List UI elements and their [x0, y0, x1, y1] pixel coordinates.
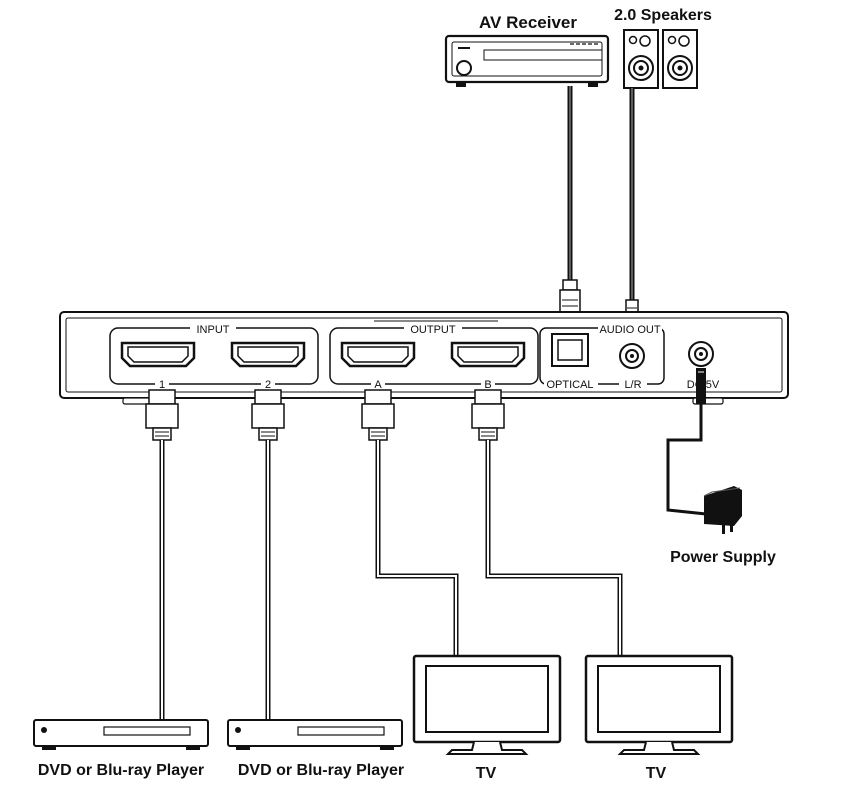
- port-label-in-1: 1: [159, 379, 165, 391]
- dvd-player-2-icon: [227, 719, 403, 750]
- tv-b-label: TV: [646, 765, 667, 782]
- port-label-out-b: B: [484, 379, 491, 391]
- lr-audio-jack: [619, 343, 645, 369]
- hdmi-cable-source-2: [251, 389, 285, 722]
- audio-group-label: AUDIO OUT: [599, 324, 660, 336]
- av-receiver-icon: [444, 34, 610, 87]
- source-1-label: DVD or Blu-ray Player: [38, 762, 204, 779]
- hdmi-cable-source-1: [145, 389, 179, 722]
- input-group-label: INPUT: [197, 324, 230, 336]
- hdmi-cable-tv-a: [361, 389, 459, 660]
- audio-cable: [625, 88, 639, 341]
- lr-jack-label: L/R: [624, 379, 641, 391]
- power-adapter-icon: [703, 486, 742, 534]
- source-2-label: DVD or Blu-ray Player: [238, 762, 404, 779]
- port-label-in-2: 2: [265, 379, 271, 391]
- power-supply-label: Power Supply: [670, 549, 776, 566]
- port-label-out-a: A: [374, 379, 382, 391]
- hdmi-port-out-b: [450, 341, 526, 368]
- optical-port: [551, 333, 589, 367]
- hdmi-port-in-2: [230, 341, 306, 368]
- tv-b-icon: [584, 654, 734, 755]
- speakers-icon: [623, 29, 698, 89]
- power-cable: [666, 368, 707, 516]
- hdmi-cable-tv-b: [471, 389, 623, 660]
- output-group-label: OUTPUT: [410, 324, 456, 336]
- optical-port-label: OPTICAL: [546, 379, 593, 391]
- hdmi-port-out-a: [340, 341, 416, 368]
- dvd-player-1-icon: [33, 719, 209, 750]
- tv-a-icon: [412, 654, 562, 755]
- speakers-label: 2.0 Speakers: [614, 7, 712, 24]
- dc-power-jack: [688, 341, 714, 367]
- hdmi-port-in-1: [120, 341, 196, 368]
- optical-cable: [559, 86, 581, 333]
- tv-a-label: TV: [476, 765, 497, 782]
- av-receiver-label: AV Receiver: [479, 13, 577, 32]
